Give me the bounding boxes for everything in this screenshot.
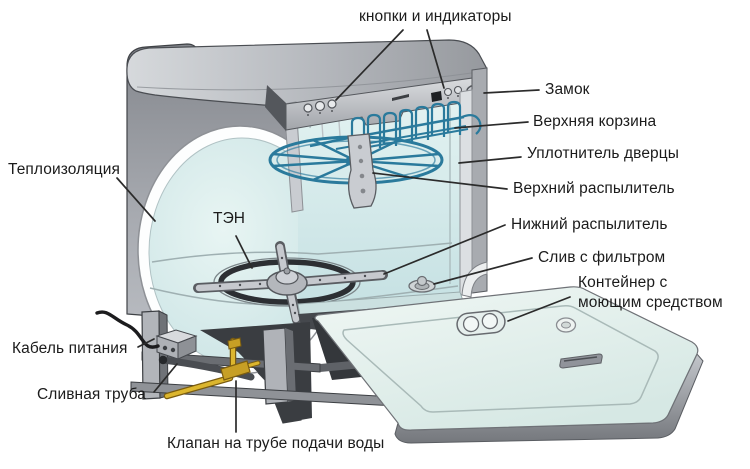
door-vent-slot [559,353,603,369]
label-upper-basket: Верхняя корзина [533,113,657,130]
upper-basket [309,100,482,151]
label-detergent-container: Контейнер с моющим средством [578,274,723,311]
panel-end-cap [265,85,286,131]
leader-upper-sprayer [372,172,508,190]
control-buttons [303,99,337,116]
right-frame [459,67,488,296]
pipe-elbow [227,337,242,350]
water-valve-body [220,360,251,381]
leader-lower-sprayer [383,224,506,275]
label-insulation: Теплоизоляция [8,161,120,178]
panel-slot [392,94,409,101]
tub-floor-line [151,242,453,263]
leader-detergent [507,296,571,322]
door [314,286,704,444]
sprayer-bracket [347,133,377,209]
leader-heater [235,235,253,269]
leader-insulation [116,177,156,222]
label-buttons-indicators: кнопки и индикаторы [359,8,512,25]
power-cable [95,310,160,349]
water-supply-pipe [163,337,261,400]
detergent-container [456,309,506,337]
leader-drain-filter [433,257,533,285]
rinse-aid-cap [555,317,577,333]
basket-hooks [350,100,462,151]
leader-buttons-right [426,29,445,89]
leader-upper-basket [454,121,529,129]
leader-door-seal [458,156,522,164]
leader-drain-pipe [153,363,178,393]
label-power-cable: Кабель питания [12,340,128,357]
label-lock: Замок [545,81,590,98]
leader-lines [116,29,571,433]
label-drain-pipe: Сливная труба [37,386,146,403]
label-lower-sprayer: Нижний распылитель [511,216,668,233]
lower-sprayer [193,241,388,325]
leader-cable [137,338,155,348]
sprayer-jet-holes [218,256,367,315]
leader-buttons-left [335,29,404,101]
drain-filter [408,275,436,293]
leader-lock [483,89,540,94]
label-heating-element: ТЭН [213,210,246,227]
label-door-seal: Уплотнитель дверцы [527,145,679,162]
label-water-valve: Клапан на трубе подачи воды [167,435,385,452]
door-inner-panel-line [342,305,659,413]
mid-leg-side [285,328,296,402]
power-inlet-box [155,329,198,360]
right-outer-edge [471,67,488,294]
door-seal-strip [459,89,473,296]
top-ridge-line [136,71,480,91]
label-drain-filter: Слив с фильтром [538,249,666,266]
label-upper-sprayer: Верхний распылитель [513,180,675,197]
